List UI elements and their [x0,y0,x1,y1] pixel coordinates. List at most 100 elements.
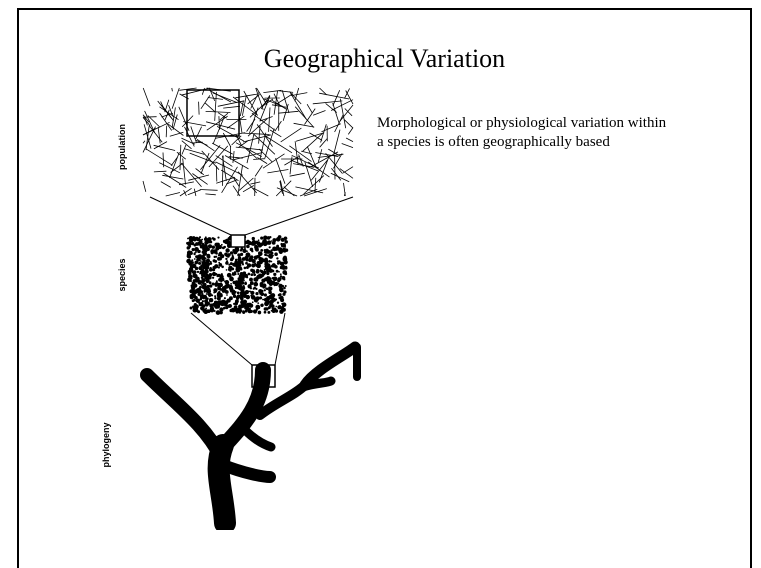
species-speckle [255,288,257,290]
species-speckle [192,275,195,278]
species-speckle [218,267,220,269]
species-speckle [224,297,226,299]
species-speckle [195,289,197,291]
species-speckle [256,270,260,274]
species-speckle [255,292,258,295]
species-speckle [228,264,230,266]
species-speckle [260,270,263,273]
species-speckle [212,283,215,286]
species-speckle [187,254,191,258]
species-speckle [217,293,222,298]
species-speckle [209,238,211,240]
species-speckle [252,259,256,263]
species-speckle [264,249,266,251]
species-speckle [279,309,283,313]
species-speckle [199,240,203,244]
species-speckle [228,285,233,290]
species-speckle [189,245,191,247]
species-speckle [250,248,254,252]
species-speckle [276,237,281,242]
species-speckle [187,238,189,240]
species-speckle [195,255,198,258]
species-speckle [284,246,286,248]
species-speckle [193,237,195,239]
species-speckle [252,301,254,303]
species-speckle [237,292,240,295]
species-speckle [201,278,205,282]
species-speckle [226,269,228,271]
body-line-1: Morphological or physiological variation… [377,114,757,133]
species-speckle [190,307,193,310]
connector-species-left [191,313,252,365]
species-speckle [262,240,267,245]
species-speckle [205,288,209,292]
species-speckle [205,273,208,276]
species-speckle [256,299,258,301]
species-speckle [272,298,276,302]
species-speckle [258,311,262,315]
species-speckle [265,287,267,289]
species-speckle [284,240,288,244]
species-inset-box [231,235,245,247]
species-speckle [210,307,213,310]
species-speckle [254,277,259,282]
species-speckle [233,295,237,299]
species-speckle [197,271,199,273]
species-speckle [206,302,210,306]
species-speckle [271,252,274,255]
species-speckle [212,268,215,271]
species-speckle [195,237,199,241]
species-speckle [283,258,286,261]
species-speckle [273,276,278,281]
species-speckle [195,252,197,254]
species-speckle [280,266,284,270]
level-label-species: species [117,258,127,291]
species-speckle [250,291,252,293]
species-speckle [194,261,198,265]
species-speckle [264,269,266,271]
species-speckle [261,290,264,293]
species-speckle [225,248,229,252]
species-speckle [229,296,233,300]
species-speckle [230,283,232,285]
species-speckle [269,246,271,248]
species-speckle [197,277,199,279]
species-speckle [262,286,265,289]
species-speckle [274,284,276,286]
species-speckle [264,311,267,314]
species-speckle [247,263,251,267]
species-speckle [188,272,191,275]
species-speckle [195,242,199,246]
species-speckle [200,307,203,310]
species-speckle [210,241,213,244]
species-speckle [258,239,260,241]
species-speckle [197,249,199,251]
species-speckle [246,303,249,306]
slide-body-text: Morphological or physiological variation… [377,114,757,152]
species-speckle [207,255,211,259]
species-speckle [237,310,240,313]
species-speckle [246,276,248,278]
species-speckle [267,311,270,314]
species-speckle [252,270,255,273]
species-speckle [220,301,225,306]
species-speckle [245,256,249,260]
species-speckle [272,238,276,242]
species-speckle [230,251,233,254]
species-speckle [215,291,217,293]
species-speckle [210,249,214,253]
species-speckle [194,303,197,306]
species-speckle [268,295,273,300]
species-speckle [244,267,247,270]
species-speckle [226,294,228,296]
connector-species-right [275,313,285,365]
species-speckle [251,242,255,246]
species-speckle [206,276,208,278]
species-speckle [209,273,213,277]
connector-population-right [245,197,353,235]
species-speckle [255,248,259,252]
species-speckle [202,266,205,269]
species-speckle [222,246,225,249]
species-speckle [266,272,269,275]
species-speckle [192,283,195,286]
